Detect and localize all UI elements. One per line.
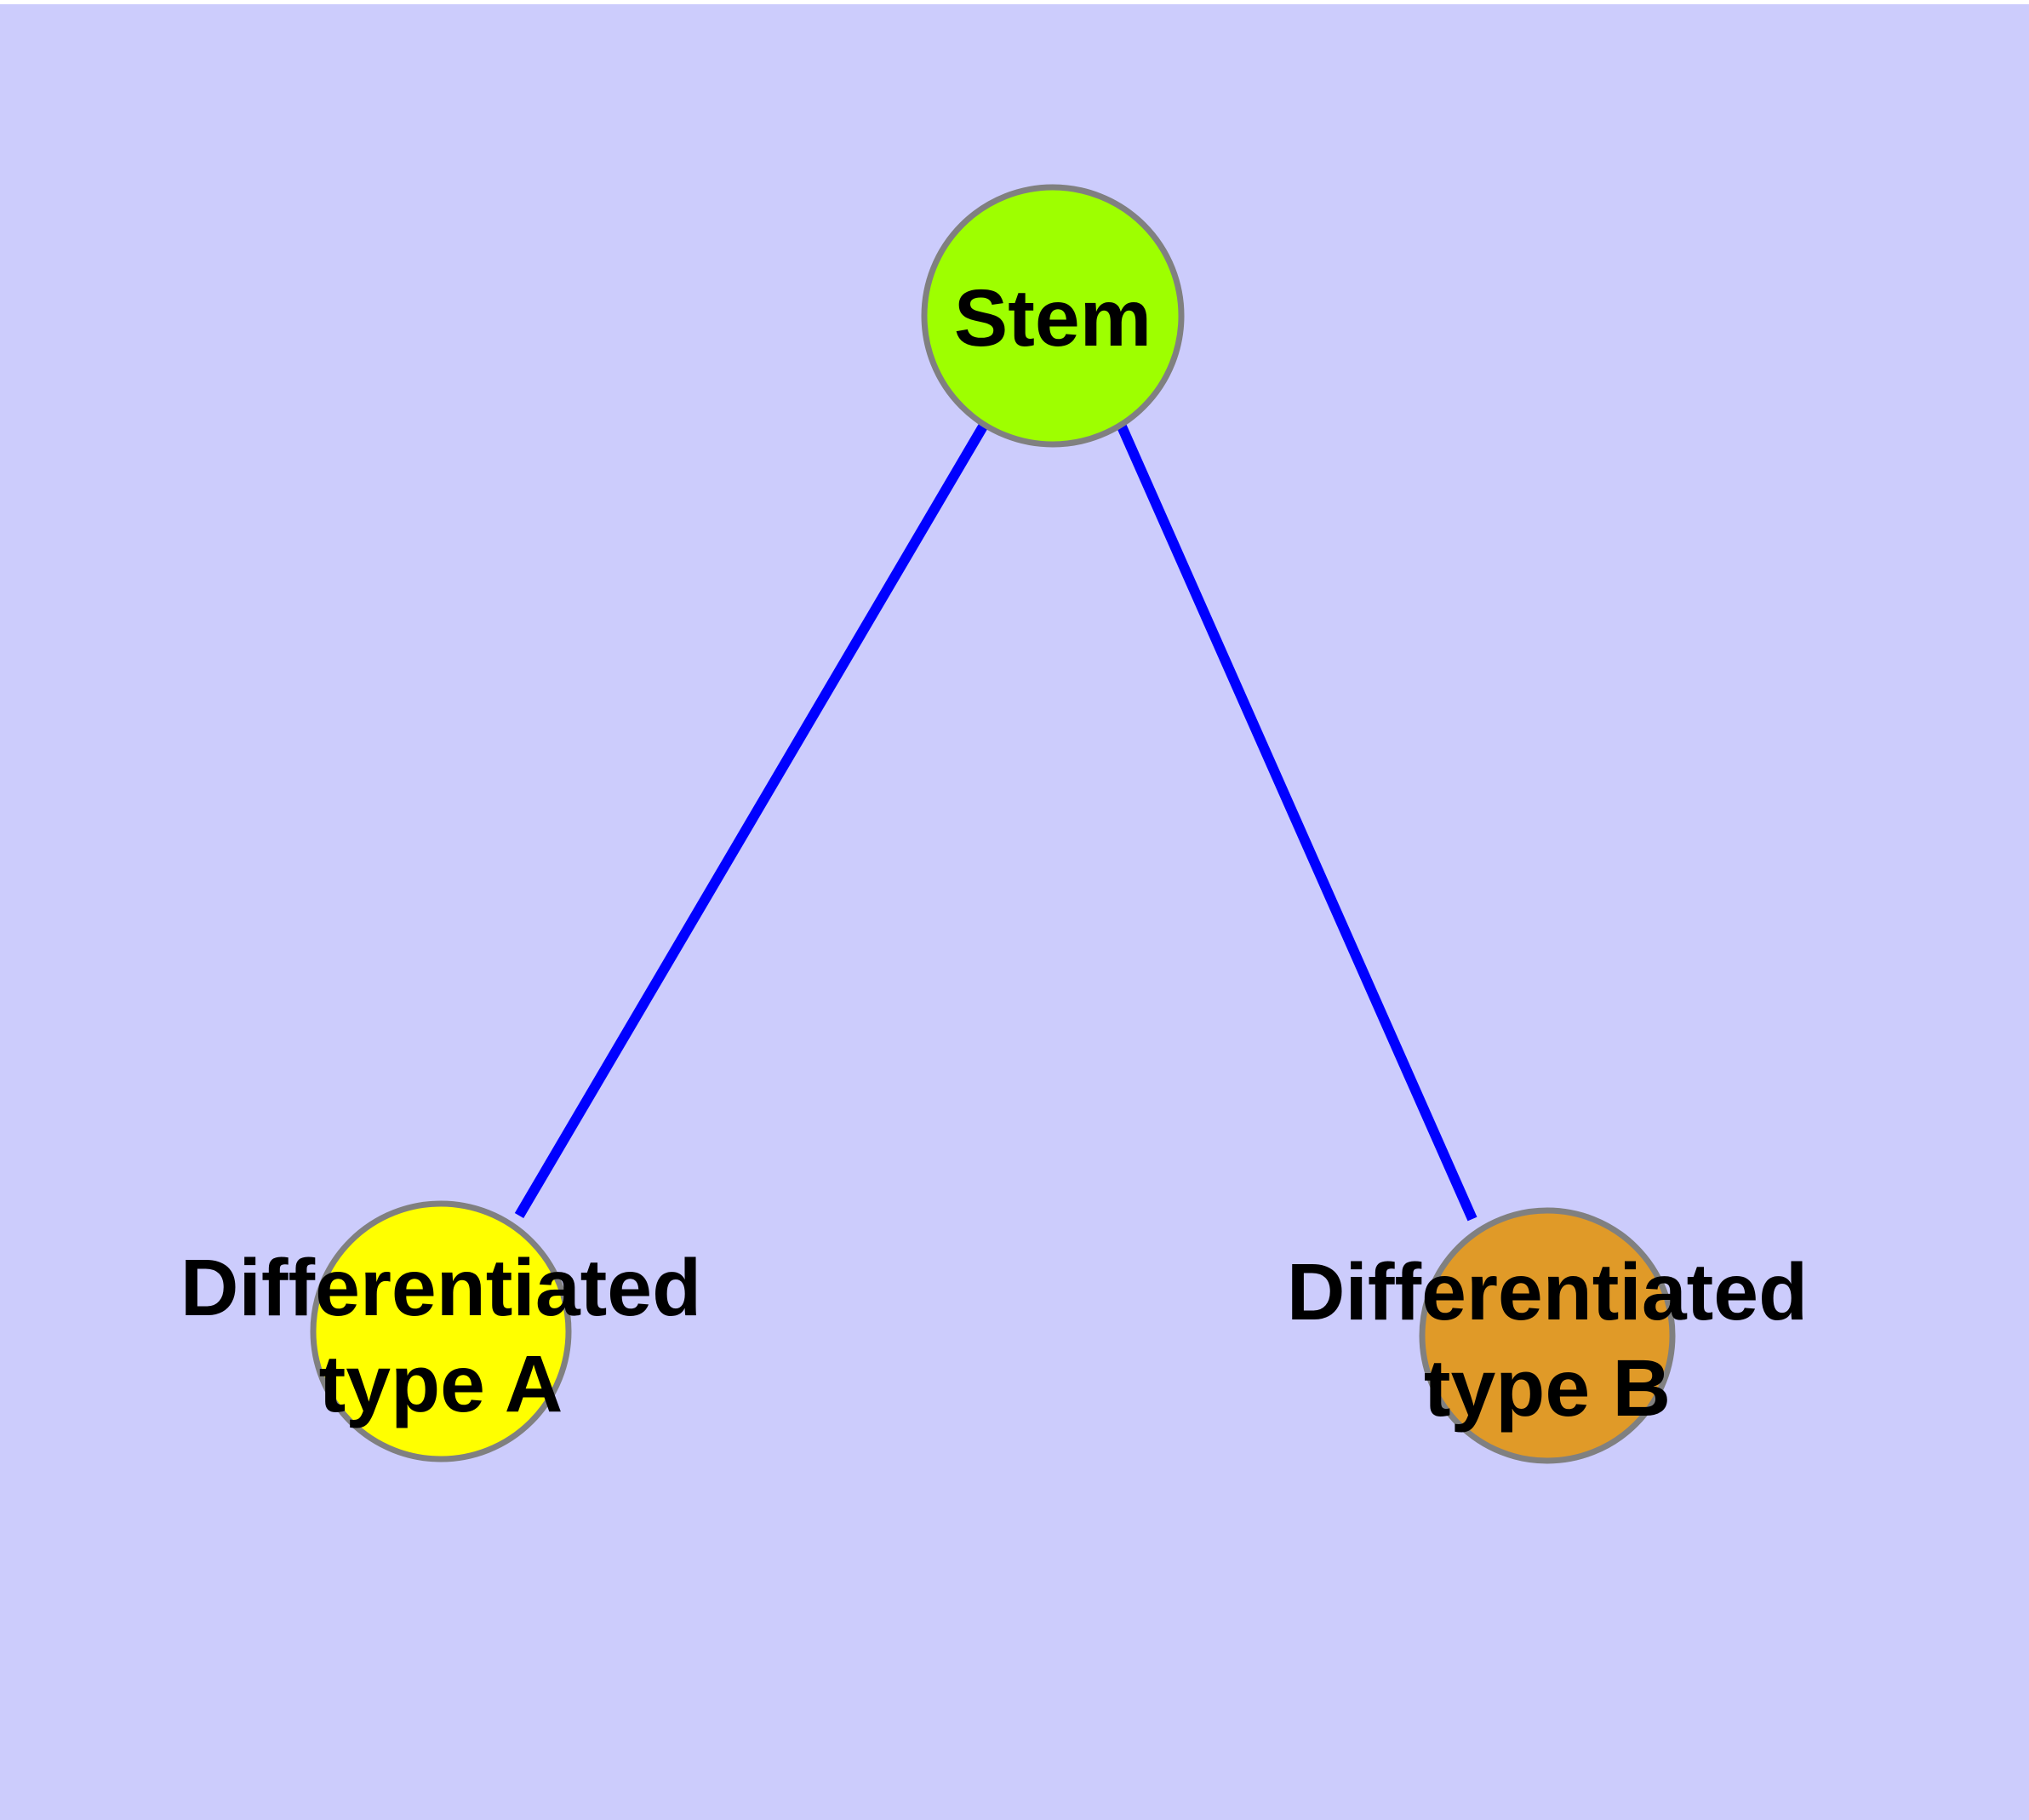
edges-group [514,423,1477,1222]
node-stem-circle[interactable] [921,184,1185,448]
node-diff-b-circle[interactable] [1419,1207,1676,1464]
edge-stem-to-diff-b[interactable] [1117,424,1477,1222]
node-diff-b-label-line1: Differentiated [1287,1247,1808,1337]
canvas-top-margin [0,0,2029,4]
node-diff-a-label-line1: Differentiated [180,1243,701,1333]
node-stem[interactable]: Stem [921,184,1185,448]
node-diff-a-label-line2: type A [319,1339,563,1429]
node-stem-label: Stem [954,273,1152,363]
node-diff-b[interactable] [1419,1207,1676,1464]
node-diff-b-label-line2: type B [1424,1343,1671,1434]
node-diff-a-label-group: Differentiated type A [180,1243,701,1429]
node-diff-a[interactable] [310,1200,572,1462]
node-diff-b-label-group: Differentiated type B [1287,1247,1808,1434]
node-diff-a-circle[interactable] [310,1200,572,1462]
edge-stem-to-diff-a[interactable] [514,423,988,1219]
